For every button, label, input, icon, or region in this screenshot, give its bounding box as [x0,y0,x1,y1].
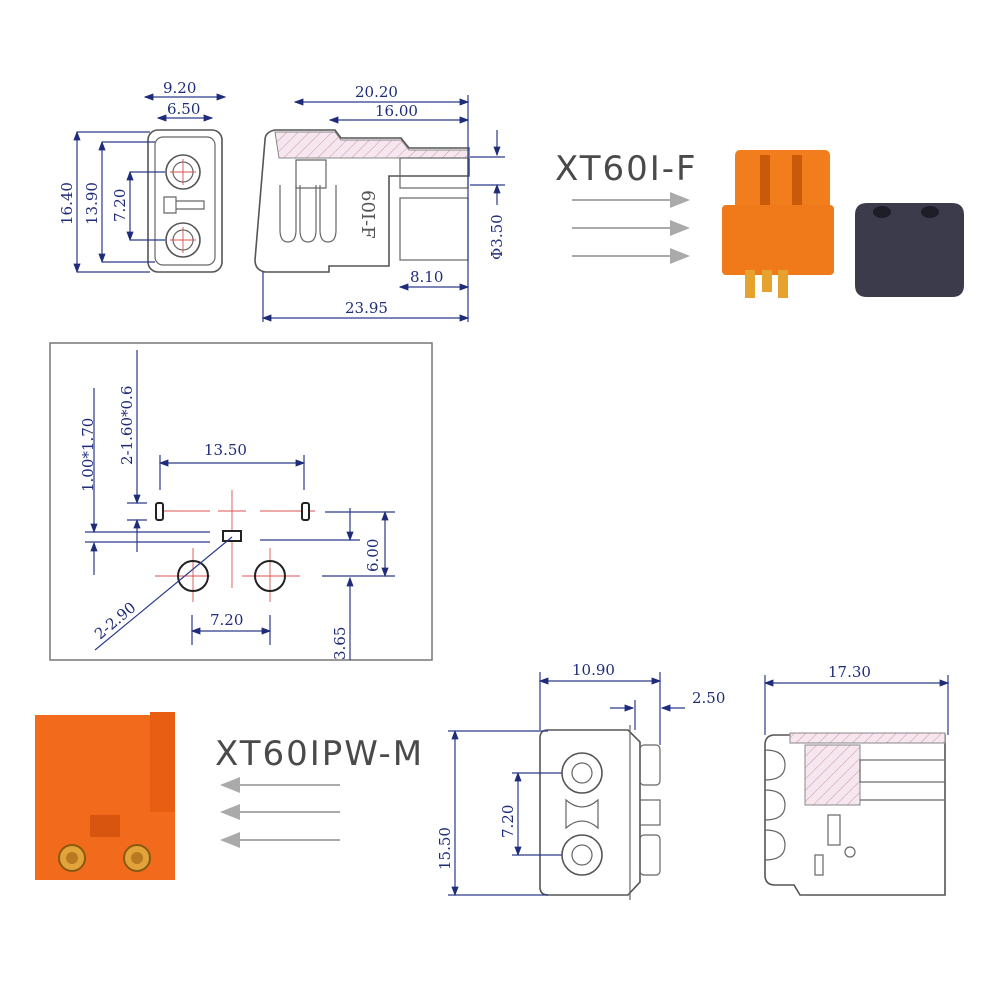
dim-pin-offset: 2.50 [692,689,725,707]
dim-total-length: 23.95 [345,299,388,317]
female-connector-photo [722,150,834,298]
dim-width-inner: 6.50 [167,100,200,118]
female-side-view: 60I-F 20.20 16.00 Φ3.50 8.10 23.95 [254,83,506,322]
dim-male-length: 17.30 [828,663,871,681]
part-marking: 60I-F [357,190,378,239]
dim-height-outer: 16.40 [58,182,76,225]
dim-offset: 3.65 [331,627,349,660]
dim-slot-pitch: 13.50 [204,441,247,459]
dim-pitch: 7.20 [111,189,129,222]
male-model-title: XT60IPW-M [215,734,424,774]
male-connector-photo [35,712,175,880]
arrows-female [572,192,690,264]
arrows-male [220,777,340,848]
dim-pin-diameter: Φ3.50 [488,214,506,260]
dim-male-height: 15.50 [436,827,454,870]
dim-width-outer: 9.20 [163,79,196,97]
pcb-footprint: 13.50 1.00*1.70 2-1.60*0.6 6.00 2-2.90 7… [49,342,433,661]
dim-slot-size: 2-1.60*0.6 [118,386,136,465]
dim-male-width: 10.90 [572,661,615,679]
dim-hole-pitch: 7.20 [210,611,243,629]
dim-length-top: 20.20 [355,83,398,101]
male-side-view: 17.30 [763,663,950,896]
dim-height: 6.00 [364,539,382,572]
female-model-title: XT60I-F [555,149,698,189]
connector-cap-photo [855,203,964,297]
female-front-view: 9.20 6.50 16.40 13.90 7.20 [58,79,227,274]
dim-pad-size: 1.00*1.70 [79,418,97,492]
dim-length-inner: 16.00 [375,102,418,120]
dim-pin-length: 8.10 [410,268,443,286]
dim-male-pitch: 7.20 [499,805,517,838]
male-front-view: 10.90 2.50 15.50 7.20 [436,661,725,900]
dim-height-inner: 13.90 [83,182,101,225]
